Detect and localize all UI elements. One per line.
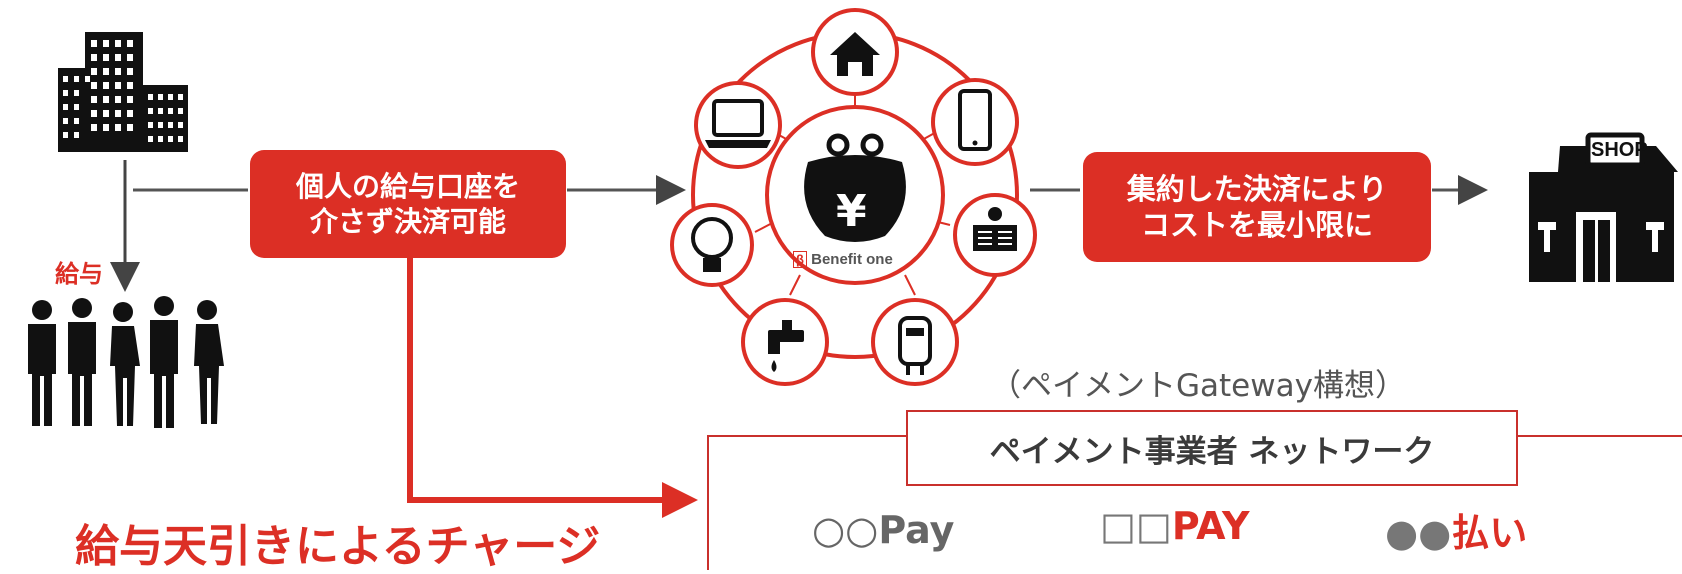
cost-reduction-line2: コストを最小限に	[1140, 208, 1373, 242]
provider-1-prefix: ○○	[812, 508, 879, 552]
payroll-charge-title: 給与天引きによるチャージ	[75, 521, 601, 572]
charge-arrow	[407, 245, 698, 518]
network-title: ペイメント事業者 ネットワーク	[989, 433, 1435, 470]
shop-icon	[1529, 132, 1678, 282]
provider-1: ○○Pay	[812, 508, 954, 552]
direct-payment-line2: 介さず決済可能	[309, 205, 506, 238]
money-purse-icon	[804, 133, 906, 242]
cost-reduction-line1: 集約した決済により	[1126, 171, 1388, 206]
direct-payment-line1: 個人の給与口座を	[295, 170, 520, 203]
house-icon	[811, 8, 899, 96]
meter-icon	[871, 298, 959, 386]
faucet-icon	[741, 298, 829, 386]
network-title-box: ペイメント事業者 ネットワーク	[906, 410, 1518, 486]
laptop-icon	[694, 81, 782, 169]
gateway-concept-label: （ペイメントGateway構想）	[990, 368, 1406, 404]
office-buildings-icon	[58, 32, 188, 152]
provider-3: ●●払い	[1385, 502, 1527, 557]
provider-2-prefix: □□	[1100, 504, 1172, 548]
provider-3-name: 払い	[1451, 511, 1528, 555]
smartphone-icon	[931, 78, 1019, 166]
provider-3-prefix: ●●	[1385, 511, 1452, 555]
benefit-one-logo: β Benefit one	[793, 251, 893, 268]
provider-2-name: PAY	[1171, 504, 1250, 548]
newspaper-reader-icon	[953, 193, 1037, 277]
benefit-one-mark: β	[793, 251, 807, 268]
yen-symbol: ¥	[836, 186, 867, 237]
lightbulb-icon	[670, 203, 754, 287]
provider-2: □□PAY	[1100, 504, 1249, 548]
benefit-one-name: Benefit one	[811, 251, 893, 268]
shop-sign-text: SHOP	[1591, 139, 1648, 161]
salary-label: 給与	[55, 260, 103, 288]
cost-reduction-box: 集約した決済により コストを最小限に	[1083, 152, 1431, 262]
provider-1-name: Pay	[878, 508, 955, 552]
direct-payment-box: 個人の給与口座を 介さず決済可能	[250, 150, 566, 258]
employees-silhouette-icon	[28, 296, 224, 428]
